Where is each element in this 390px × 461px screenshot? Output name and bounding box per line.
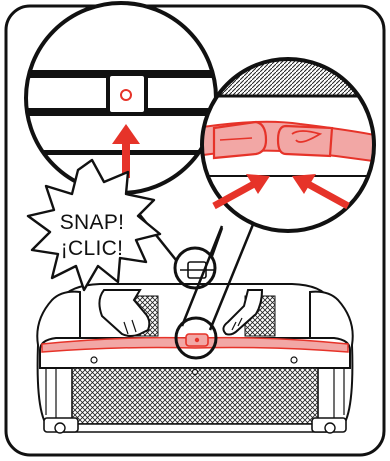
callout-clic-text: ¡CLIC!: [60, 237, 124, 260]
magnifier-circle-icon: [174, 316, 218, 360]
arrow-diagonal-icon: [212, 174, 350, 210]
zoom-left: [24, 1, 218, 195]
magnifier-circle-small: [173, 246, 217, 290]
crib-illustration: [36, 261, 354, 434]
snap-burst-icon: [26, 158, 162, 292]
buckle-icon: [185, 333, 209, 347]
arrow-up-icon: [112, 124, 140, 178]
zoom-right: [200, 57, 376, 233]
callout-snap-text: SNAP!: [59, 211, 125, 234]
